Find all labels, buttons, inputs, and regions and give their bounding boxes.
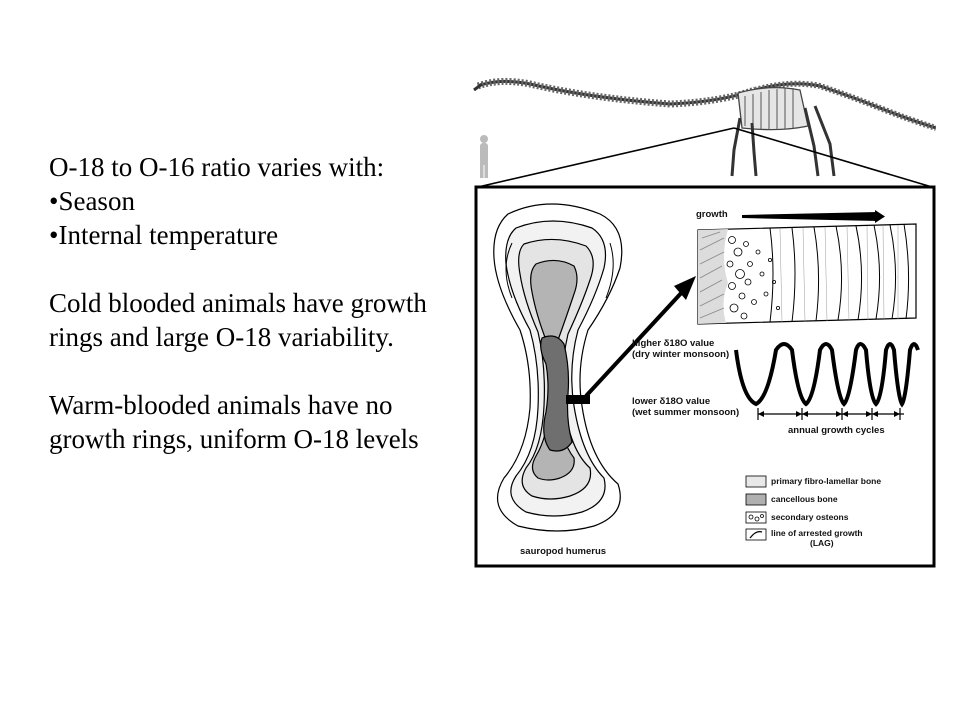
legend-label-lag: line of arrested growth	[771, 528, 863, 538]
pointer-arrowhead	[674, 276, 696, 300]
slide-text: O-18 to O-16 ratio varies with: •Season …	[49, 150, 429, 456]
human-scale-figure	[480, 135, 488, 178]
warm-blooded-paragraph: Warm-blooded animals have no growth ring…	[49, 390, 419, 454]
bullet-season: •Season	[49, 186, 135, 216]
zoom-line-left	[477, 127, 735, 188]
legend-label-osteons: secondary osteons	[771, 512, 849, 522]
annual-cycles-arrowheads	[758, 411, 900, 417]
bone-histology-panel	[697, 223, 917, 325]
legend-swatches	[745, 475, 767, 541]
sauropod-bone-figure: growth higher δ18O value (dry winter mon…	[470, 68, 936, 570]
cold-blooded-paragraph: Cold blooded animals have growth rings a…	[49, 288, 427, 352]
legend-swatch-lag	[745, 528, 767, 541]
legend-label-fibrolamellar: primary fibro-lamellar bone	[771, 476, 882, 486]
humerus-label: sauropod humerus	[520, 546, 607, 557]
legend-label-cancellous: cancellous bone	[771, 494, 838, 504]
sample-marker	[566, 395, 590, 404]
zoom-line-right	[733, 127, 933, 188]
growth-arrowhead	[875, 210, 885, 223]
isotope-oscillation-curve	[734, 342, 920, 408]
higher-d18o-label: higher δ18O value (dry winter monsoon)	[632, 338, 730, 360]
humerus-section	[493, 203, 623, 532]
growth-label: growth	[696, 209, 728, 220]
intro-line: O-18 to O-16 ratio varies with:	[49, 152, 385, 182]
sauropod-skeleton	[473, 77, 936, 177]
annual-cycles-label: annual growth cycles	[788, 425, 885, 436]
bullet-internal-temperature: •Internal temperature	[49, 220, 279, 250]
pointer-arrow	[584, 288, 686, 398]
figure-graphics	[473, 77, 936, 568]
legend-swatch-cancellous	[745, 493, 767, 506]
growth-arrow-wedge	[742, 212, 878, 221]
legend-label-lag-abbrev: (LAG)	[810, 538, 834, 548]
lower-d18o-label: lower δ18O value (wet summer monsoon)	[632, 396, 740, 418]
legend-swatch-fibrolamellar	[745, 475, 767, 488]
